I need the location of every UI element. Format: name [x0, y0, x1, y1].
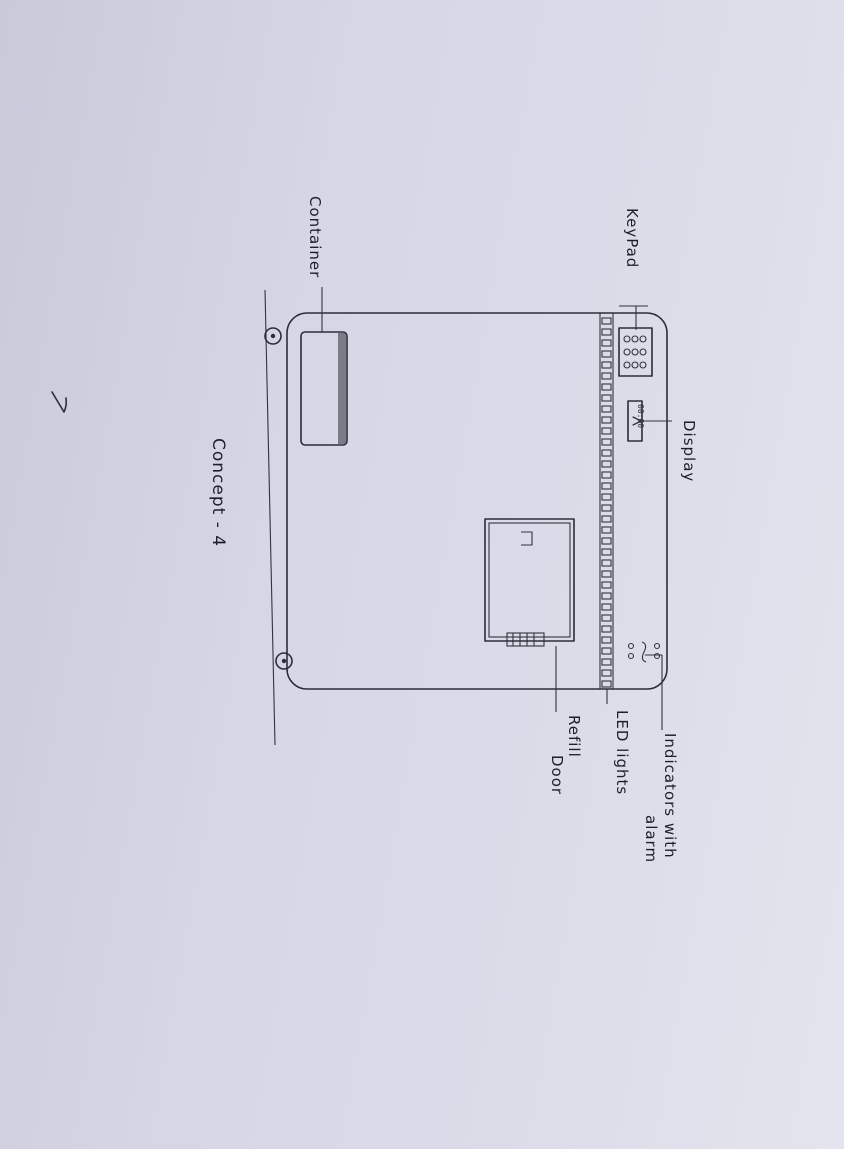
label-led: LED lights [613, 710, 631, 795]
led-cell [602, 626, 611, 632]
led-cell [602, 538, 611, 544]
led-cell [602, 329, 611, 335]
led-cell [602, 670, 611, 676]
label-keypad: KeyPad [623, 208, 641, 268]
keypad-key [632, 362, 638, 368]
led-cell [602, 659, 611, 665]
led-cell [602, 439, 611, 445]
led-cell [602, 362, 611, 368]
led-cell [602, 615, 611, 621]
led-cell [602, 516, 611, 522]
led-cell [602, 604, 611, 610]
led-cell [602, 560, 611, 566]
led-cell [602, 681, 611, 687]
led-cell [602, 340, 611, 346]
keypad-key [640, 336, 646, 342]
display-readout: 00:00 [636, 404, 645, 428]
led-cell [602, 395, 611, 401]
led-cell [602, 318, 611, 324]
pen-mark [52, 392, 66, 412]
foot-top [265, 328, 281, 344]
indicators [629, 642, 660, 662]
led-cell [602, 417, 611, 423]
led-cell [602, 384, 611, 390]
led-cell [602, 428, 611, 434]
led-cell [602, 582, 611, 588]
refill-door [485, 519, 574, 646]
led-cell [602, 351, 611, 357]
led-cell [602, 593, 611, 599]
container [301, 332, 347, 445]
base-line [265, 290, 275, 745]
label-container: Container [306, 196, 324, 278]
led-cell [602, 527, 611, 533]
led-cell [602, 461, 611, 467]
caption: Concept - 4 [208, 438, 228, 547]
label-display: Display [680, 420, 698, 482]
foot-bottom [276, 653, 292, 669]
keypad-key [640, 349, 646, 355]
led-cell [602, 637, 611, 643]
led-cell [602, 571, 611, 577]
keypad-key [632, 349, 638, 355]
keypad-key [632, 336, 638, 342]
label-refill-line2: Door [548, 755, 566, 795]
keypad-key [624, 349, 630, 355]
label-indicators-line2: alarm [642, 815, 660, 863]
led-cell [602, 406, 611, 412]
keypad [619, 328, 652, 376]
led-cell [602, 472, 611, 478]
led-cell [602, 648, 611, 654]
led-cell [602, 373, 611, 379]
led-cell [602, 549, 611, 555]
keypad-key [624, 336, 630, 342]
led-cell [602, 505, 611, 511]
led-lights [602, 318, 611, 687]
keypad-key [640, 362, 646, 368]
label-refill: Refill [565, 715, 583, 758]
led-cell [602, 483, 611, 489]
keypad-key [624, 362, 630, 368]
label-indicators: Indicators with [661, 733, 679, 859]
led-cell [602, 450, 611, 456]
led-cell [602, 494, 611, 500]
